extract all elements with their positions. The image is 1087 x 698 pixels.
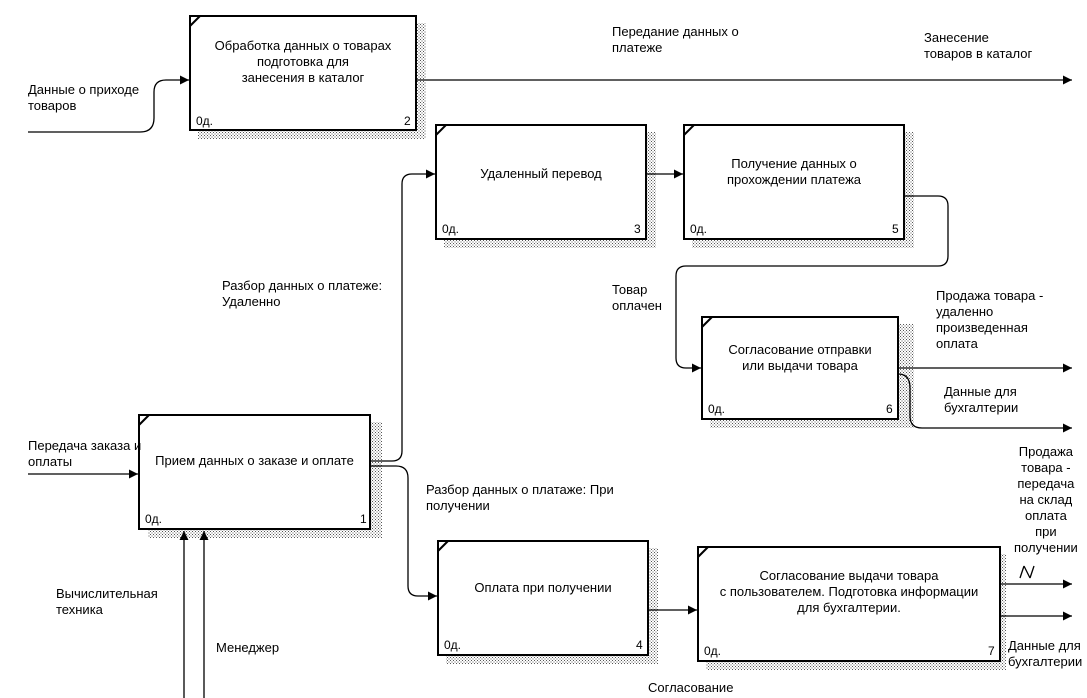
label-payment-parse-on-receipt: Разбор данных о платаже: При получении <box>426 482 614 513</box>
box-7 <box>697 546 1001 662</box>
arrow-remote-transfer <box>370 169 435 462</box>
label-goods-paid: Товар оплачен <box>612 282 662 313</box>
box-2 <box>189 15 417 131</box>
box-7-corner-mark <box>697 546 709 558</box>
box-7-title: Согласование выдачи товара с пользовател… <box>719 568 979 615</box>
squiggle-mark <box>1019 565 1035 579</box>
box-5-number: 5 <box>892 222 899 236</box>
box-3-node: 0д. <box>442 222 460 236</box>
box-2-number: 2 <box>404 114 411 128</box>
label-manager: Менеджер <box>216 640 280 655</box>
box-1 <box>138 414 371 530</box>
arrow-on-receipt <box>370 465 437 601</box>
box-5-node: 0д. <box>690 222 708 236</box>
box-2-corner-mark <box>189 15 201 27</box>
box-6 <box>701 316 899 420</box>
box-5-title: Получение данных о прохождении платежа <box>726 156 861 187</box>
box-4-title: Оплата при получении <box>474 580 612 595</box>
box-1-number: 1 <box>360 512 367 526</box>
box-3-corner-mark <box>435 124 447 136</box>
box-2-node: 0д. <box>196 114 214 128</box>
box-6-corner-mark <box>701 316 713 328</box>
label-sale-remote: Продажа товара - удаленно произведенная … <box>936 288 1044 351</box>
arrow-goods-arrival <box>28 75 189 133</box>
box-5 <box>683 124 905 240</box>
box-1-corner-mark <box>138 414 150 426</box>
box-1-node: 0д. <box>145 512 163 526</box>
label-approval: Согласование <box>648 680 734 695</box>
label-accounting-data-2: Данные для бухгалтерии <box>1008 638 1083 669</box>
box-1-title: Прием данных о заказе и оплате <box>155 453 354 468</box>
box-3-number: 3 <box>634 222 641 236</box>
label-payment-data-transfer: Передание данных о платеже <box>612 24 739 55</box>
label-accounting-data-1: Данные для бухгалтерии <box>944 384 1019 415</box>
label-sale-transfer: Продажа товара - передача на склад оплат… <box>1014 444 1078 555</box>
box-2-title: Обработка данных о товарах подготовка дл… <box>214 38 392 85</box>
label-order-transfer: Передача заказа и оплаты <box>28 438 142 469</box>
arrow-goods-paid <box>675 195 949 373</box>
label-catalog-entry: Занесение товаров в каталог <box>924 30 1033 61</box>
label-payment-parse-remote: Разбор данных о платеже: Удаленно <box>222 278 383 309</box>
label-computing-equipment: Вычислительная техника <box>56 586 158 617</box>
box-4-node: 0д. <box>444 638 462 652</box>
box-4-number: 4 <box>636 638 643 652</box>
box-6-node: 0д. <box>708 402 726 416</box>
box-4-corner-mark <box>437 540 449 552</box>
arrow-accounting-data-1 <box>897 373 1072 433</box>
box-6-title: Согласование отправки или выдачи товара <box>728 342 872 373</box>
box-3-title: Удаленный перевод <box>480 166 602 181</box>
box-5-corner-mark <box>683 124 695 136</box>
box-3 <box>435 124 647 240</box>
label-goods-arrival: Данные о приходе товаров <box>28 82 140 113</box>
box-4 <box>437 540 649 656</box>
box-7-node: 0д. <box>704 644 722 658</box>
box-7-number: 7 <box>988 644 995 658</box>
box-6-number: 6 <box>886 402 893 416</box>
